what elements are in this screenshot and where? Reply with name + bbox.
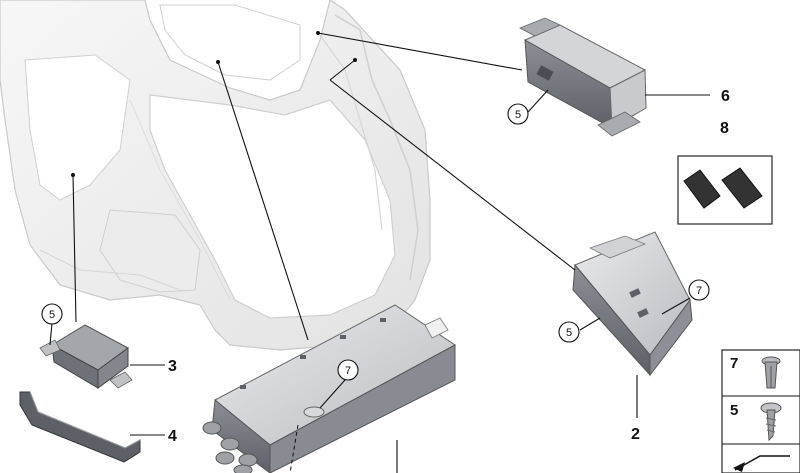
bubble-5-mid-module: 5 xyxy=(558,321,580,343)
expanding-rivet-icon xyxy=(761,356,781,389)
callout-8: 8 xyxy=(720,120,729,137)
bubble-5-upper-module: 5 xyxy=(507,103,529,125)
svg-text:5: 5 xyxy=(49,309,55,321)
connector-group xyxy=(202,421,258,473)
svg-text:5: 5 xyxy=(566,327,572,339)
vehicle-body-shell xyxy=(0,0,431,351)
main-control-unit xyxy=(202,304,456,473)
bracket-part-4 xyxy=(19,391,141,463)
svg-text:5: 5 xyxy=(730,402,738,419)
module-part-6 xyxy=(519,17,647,137)
module-part-2 xyxy=(572,231,693,377)
legend-row-7: 7 xyxy=(730,355,781,389)
legend-row-5: 5 xyxy=(730,402,782,442)
svg-text:7: 7 xyxy=(730,355,738,372)
callout-6: 6 xyxy=(721,88,730,105)
screw-icon xyxy=(760,402,782,442)
arrow-icon xyxy=(733,455,790,472)
pads-box-part-8 xyxy=(677,155,773,225)
bubble-7-mid-module: 7 xyxy=(688,279,710,301)
callout-2: 2 xyxy=(631,426,640,443)
hardware-legend: 7 5 xyxy=(721,349,800,473)
callout-4: 4 xyxy=(168,428,177,445)
bubble-7-main-unit: 7 xyxy=(337,359,359,381)
callout-3: 3 xyxy=(168,358,177,375)
module-part-3 xyxy=(39,324,133,389)
svg-text:7: 7 xyxy=(696,285,702,297)
leader-lines xyxy=(49,32,710,473)
bubble-5-bracket: 5 xyxy=(41,303,63,325)
svg-text:7: 7 xyxy=(345,365,351,377)
svg-text:5: 5 xyxy=(515,109,521,121)
